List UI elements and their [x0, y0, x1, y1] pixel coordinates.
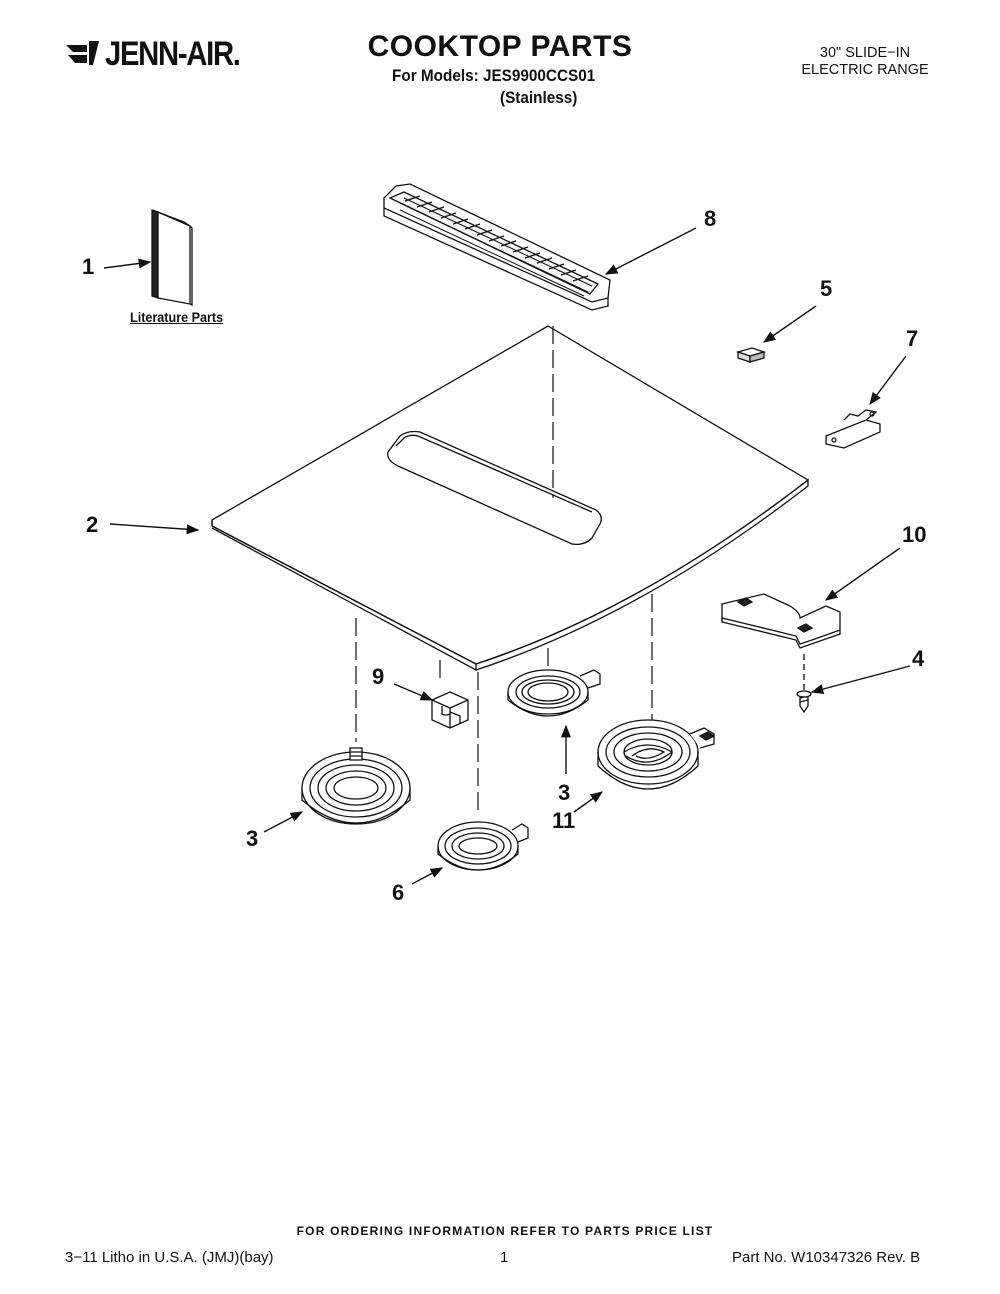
callout-6: 6 [392, 880, 405, 905]
alignment-lines [355, 326, 653, 812]
element-bracket [721, 593, 841, 649]
range-type-line1: 30" SLIDE−IN [819, 45, 911, 61]
callout-2: 2 [86, 512, 99, 537]
ordering-note: FOR ORDERING INFORMATION REFER TO PARTS … [296, 1224, 714, 1238]
radiant-element-small-front [437, 821, 529, 871]
part-number: Part No. W10347326 Rev. B [732, 1249, 921, 1266]
glass-cooktop [211, 325, 810, 672]
leader-lines [103, 227, 911, 885]
mounting-bracket [825, 409, 881, 449]
page-number: 1 [500, 1249, 509, 1266]
terminal-block [431, 691, 469, 729]
literature-parts-label: Literature Parts [130, 309, 224, 325]
callout-9: 9 [372, 664, 385, 689]
vent-grille [383, 183, 611, 311]
brand-logo: JENN-AIR. [65, 34, 262, 74]
radiant-element-large-left [301, 747, 411, 825]
small-clip [735, 347, 767, 363]
brand-name: JENN-AIR. [105, 34, 241, 73]
model-variant: (Stainless) [500, 88, 578, 107]
callout-1: 1 [82, 254, 95, 279]
callout-5: 5 [820, 276, 833, 301]
callout-3-upper: 3 [558, 780, 571, 805]
range-type-line2: ELECTRIC RANGE [801, 62, 929, 78]
models-line: For Models: JES9900CCS01 [392, 66, 596, 85]
screw [796, 654, 812, 714]
callout-4: 4 [912, 646, 925, 671]
literature-booklet [151, 209, 193, 307]
callout-10: 10 [902, 522, 927, 547]
radiant-element-small-center [507, 669, 601, 717]
jenn-air-logo-icon [66, 41, 99, 65]
litho-line: 3−11 Litho in U.S.A. (JMJ)(bay) [65, 1249, 274, 1266]
callout-7: 7 [906, 326, 919, 351]
callout-11: 11 [552, 808, 576, 833]
radiant-element-dual-right [597, 719, 716, 790]
page-title: COOKTOP PARTS [367, 30, 633, 63]
callout-8: 8 [704, 206, 717, 231]
callout-3-lower: 3 [246, 826, 259, 851]
